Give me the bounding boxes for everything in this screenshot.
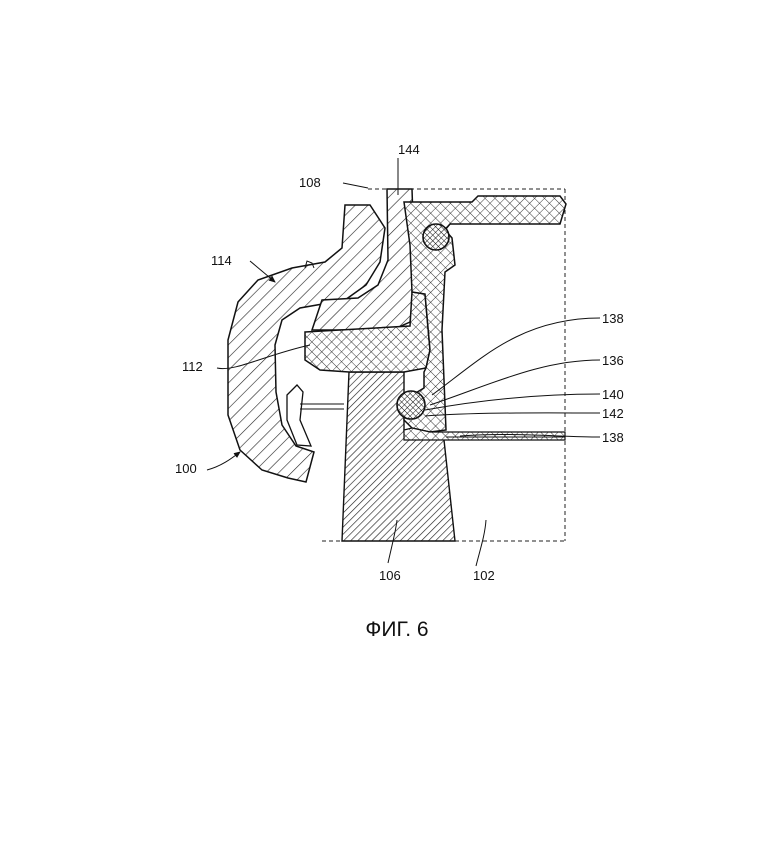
label-142: 142 — [602, 406, 624, 421]
label-114: 114 — [211, 253, 232, 268]
label-138-lower: 138 — [602, 430, 624, 445]
label-102: 102 — [473, 568, 495, 583]
support-bar — [300, 404, 344, 409]
label-140: 140 — [602, 387, 624, 402]
label-136: 136 — [602, 353, 624, 368]
label-108: 108 — [299, 175, 321, 190]
o-ring-upper — [423, 224, 449, 250]
o-ring-lower-140 — [397, 391, 425, 419]
label-138-upper: 138 — [602, 311, 624, 326]
figure-caption: ФИГ. 6 — [365, 618, 428, 641]
label-144: 144 — [398, 142, 420, 157]
label-112: 112 — [182, 359, 203, 374]
label-106: 106 — [379, 568, 401, 583]
label-100: 100 — [175, 461, 197, 476]
